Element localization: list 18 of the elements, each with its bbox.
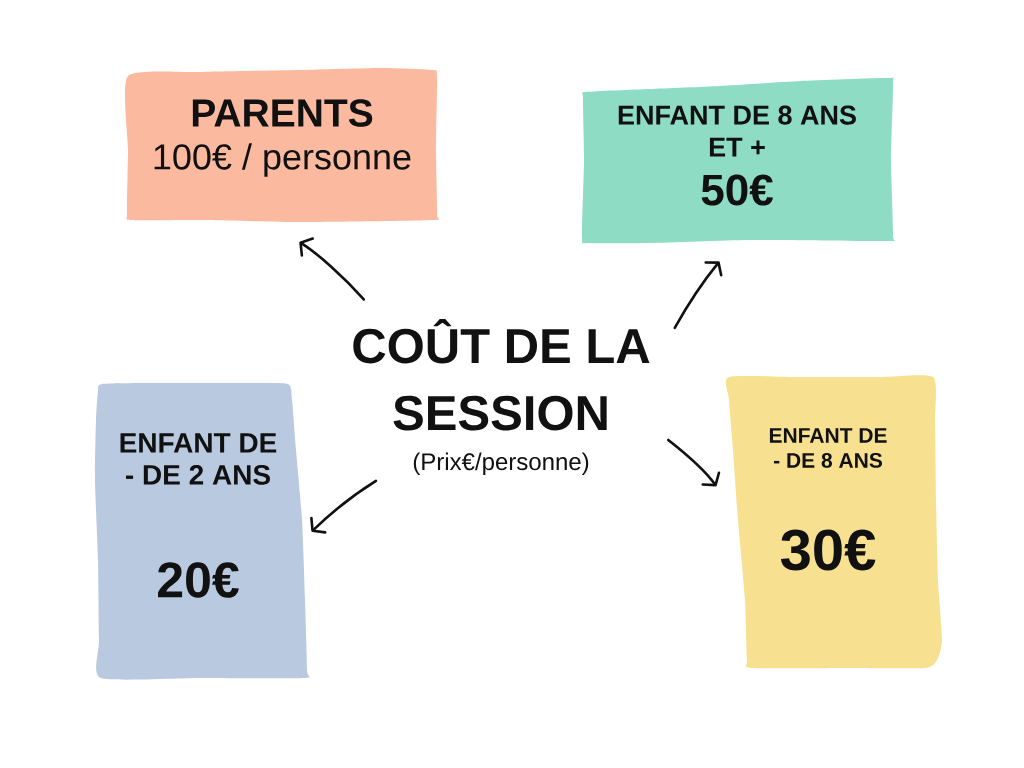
- card-heading: ENFANT DE - DE 2 ANS: [120, 433, 277, 485]
- price-text: 30€: [780, 529, 876, 571]
- price-card: [124, 68, 440, 222]
- price-card: [581, 77, 896, 244]
- card-heading: ENFANT DE - DE 8 ANS: [769, 428, 887, 468]
- card-heading: ENFANT DE 8 ANS ET +: [618, 105, 856, 157]
- price-text: 100€ / personne: [154, 143, 411, 177]
- topic-label: COÛT DE LA SESSION: [353, 319, 650, 431]
- arrow: [310, 479, 378, 534]
- arrow: [667, 438, 721, 487]
- price-text: 20€: [158, 562, 239, 598]
- price-text: 50€: [701, 174, 773, 206]
- arrow: [299, 237, 366, 301]
- card-heading: PARENTS: [192, 99, 373, 127]
- price-card: [95, 382, 310, 680]
- price-card: [725, 375, 942, 669]
- arrow: [673, 261, 723, 330]
- unit-note: (Prix€/personne): [413, 452, 589, 475]
